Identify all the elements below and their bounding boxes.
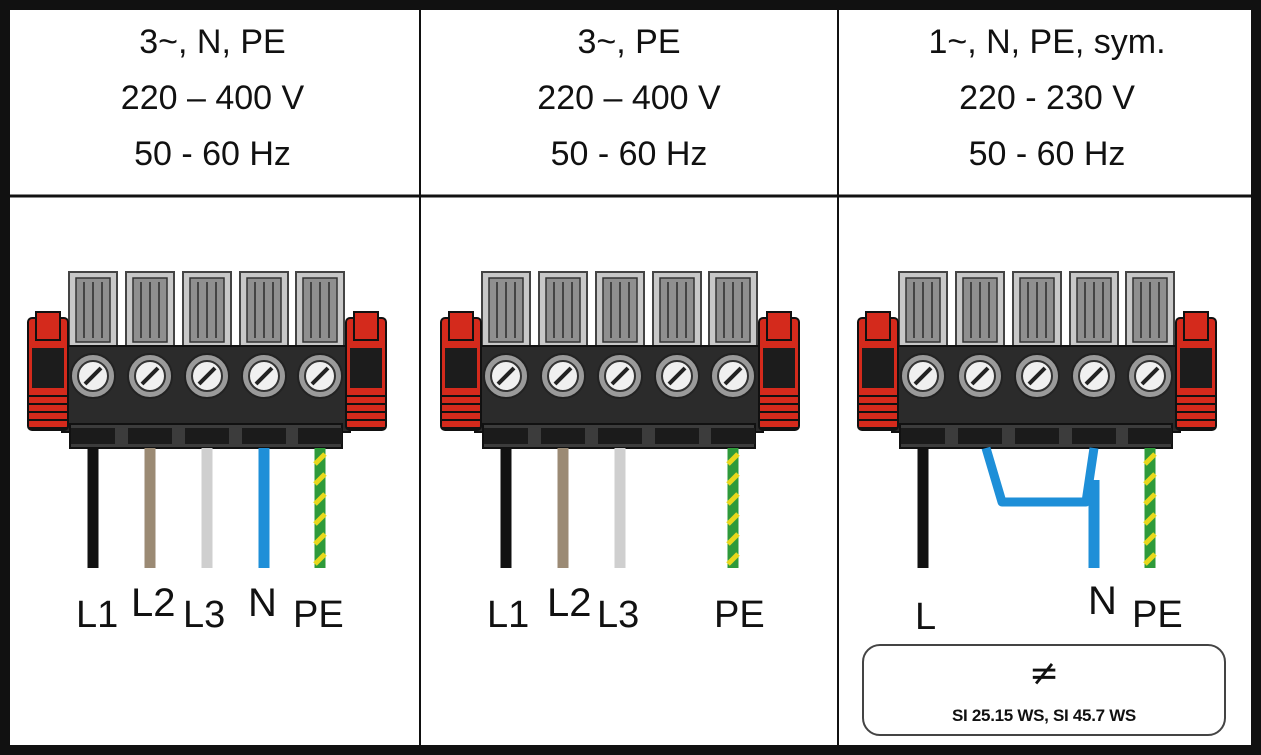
wire-entry bbox=[295, 271, 345, 349]
wire-entry bbox=[182, 271, 232, 349]
column-2-header: 3~, PE 220 – 400 V 50 - 60 Hz bbox=[420, 0, 838, 196]
wire-entry bbox=[955, 271, 1005, 349]
wire-entry bbox=[1012, 271, 1062, 349]
frequency-range: 50 - 60 Hz bbox=[550, 135, 708, 173]
voltage-range: 220 – 400 V bbox=[537, 79, 721, 117]
wire-label-n: N bbox=[248, 581, 277, 625]
connection-type: 3~, PE bbox=[577, 23, 681, 61]
wire-entry bbox=[1069, 271, 1119, 349]
latch-icon bbox=[345, 311, 387, 431]
not-equal-icon: ≠ bbox=[1028, 653, 1060, 694]
model-list: SI 25.15 WS, SI 45.7 WS bbox=[952, 706, 1136, 725]
column-1-header: 3~, N, PE 220 – 400 V 50 - 60 Hz bbox=[5, 0, 420, 196]
screw-icon bbox=[483, 353, 529, 399]
frequency-range: 50 - 60 Hz bbox=[134, 135, 291, 173]
latch-icon bbox=[1175, 311, 1217, 431]
voltage-range: 220 - 230 V bbox=[959, 79, 1135, 117]
screw-icon bbox=[900, 353, 946, 399]
screw-icon bbox=[1014, 353, 1060, 399]
screw-icon bbox=[1071, 353, 1117, 399]
wire-label-l1: L1 bbox=[487, 594, 530, 636]
wire-label-l1: L1 bbox=[76, 594, 119, 636]
frequency-range: 50 - 60 Hz bbox=[968, 135, 1126, 173]
wires bbox=[500, 448, 740, 568]
screw-icon bbox=[241, 353, 287, 399]
screw-icon bbox=[710, 353, 756, 399]
wire-entry bbox=[538, 271, 588, 349]
terminal-block bbox=[440, 271, 800, 568]
wires bbox=[917, 446, 1157, 568]
terminal-block bbox=[857, 271, 1217, 568]
connection-type: 3~, N, PE bbox=[139, 23, 286, 61]
wire-label-l3: L3 bbox=[597, 594, 640, 636]
wire-pe bbox=[1143, 448, 1157, 568]
wire-entry bbox=[595, 271, 645, 349]
screw-icon bbox=[957, 353, 1003, 399]
wires bbox=[87, 448, 327, 568]
latch-icon bbox=[758, 311, 800, 431]
wire-label-pe: PE bbox=[1132, 594, 1183, 636]
wire-entry bbox=[68, 271, 118, 349]
wire-label-pe: PE bbox=[293, 594, 344, 636]
connection-type: 1~, N, PE, sym. bbox=[928, 23, 1166, 61]
wire-entry bbox=[1125, 271, 1175, 349]
voltage-range: 220 – 400 V bbox=[120, 79, 305, 117]
wire-entry bbox=[481, 271, 531, 349]
screw-icon bbox=[540, 353, 586, 399]
screw-icon bbox=[1127, 353, 1173, 399]
screw-icon bbox=[184, 353, 230, 399]
wire-entry bbox=[239, 271, 289, 349]
neutral-bridge bbox=[981, 446, 1099, 507]
model-note: ≠ SI 25.15 WS, SI 45.7 WS bbox=[862, 644, 1226, 736]
wire-entry bbox=[652, 271, 702, 349]
wire-label-l2: L2 bbox=[131, 581, 176, 625]
latch-icon bbox=[440, 311, 482, 431]
latch-icon bbox=[857, 311, 899, 431]
wire-entry bbox=[125, 271, 175, 349]
wire-label-l2: L2 bbox=[547, 581, 592, 625]
latch-icon bbox=[27, 311, 69, 431]
wire-label-n: N bbox=[1088, 579, 1117, 623]
wire-pe bbox=[726, 448, 740, 568]
column-3-header: 1~, N, PE, sym. 220 - 230 V 50 - 60 Hz bbox=[838, 0, 1256, 196]
wire-label-l: L bbox=[915, 596, 937, 638]
wire-label-l3: L3 bbox=[183, 594, 226, 636]
screw-icon bbox=[654, 353, 700, 399]
wire-entry bbox=[898, 271, 948, 349]
wire-label-pe: PE bbox=[714, 594, 765, 636]
screw-icon bbox=[297, 353, 343, 399]
wire-entry bbox=[708, 271, 758, 349]
screw-icon bbox=[70, 353, 116, 399]
screw-icon bbox=[127, 353, 173, 399]
screw-icon bbox=[597, 353, 643, 399]
terminal-block bbox=[27, 271, 387, 568]
wire-pe bbox=[313, 448, 327, 568]
